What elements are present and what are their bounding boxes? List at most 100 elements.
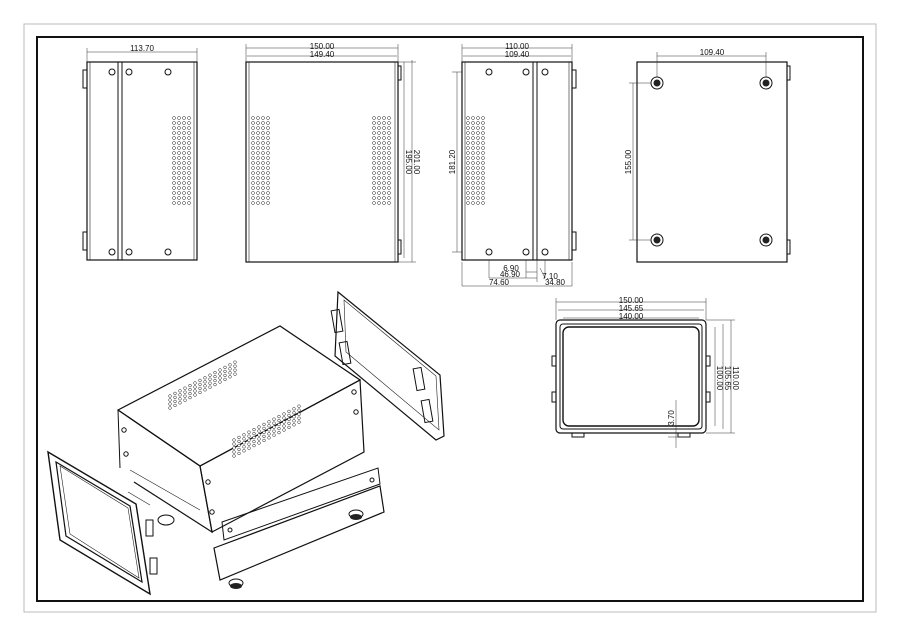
vent-hole [476,156,480,160]
dim-inner-width: 149.40 [310,50,335,59]
vent-hole [187,121,191,125]
vent-hole [261,136,265,140]
bottom-view: 109.40 155.00 [624,48,791,263]
vent-hole [187,141,191,145]
front-view: 150.00 149.40 195.00 201.00 [245,42,421,263]
vent-hole [266,201,270,205]
vent-hole [172,131,176,135]
vent-hole [183,394,187,398]
vent-hole [382,146,386,150]
vent-hole [251,131,255,135]
vent-hole [382,171,386,175]
vent-hole [287,409,291,414]
vent-hole [282,412,286,416]
vent-hole [198,378,202,383]
vent-hole [237,439,241,444]
vent-hole [476,191,480,195]
vent-holes-right [372,116,391,205]
vent-hole [187,156,191,160]
vent-hole [382,131,386,135]
vent-hole [187,131,191,135]
vent-hole [251,191,255,195]
vent-hole [277,422,281,427]
vent-hole [292,419,296,423]
vent-hole [256,131,260,135]
vent-hole [377,121,381,125]
vent-hole [187,116,191,120]
vent-hole [182,146,186,150]
vent-hole [172,191,176,195]
vent-hole [218,380,222,384]
vent-holes-side [232,404,301,458]
vent-hole [471,166,475,170]
vent-hole [187,151,191,155]
dim-outer-width: 150.00 [310,42,335,51]
vent-hole [377,181,381,185]
dim-inner-width: 109.40 [505,50,530,59]
dim-height: 155.00 [624,149,633,174]
dim-height-2: 201.00 [412,150,421,175]
dim-height-1: 195.00 [404,150,413,175]
vent-hole [182,196,186,200]
vent-hole [476,166,480,170]
vent-hole [471,156,475,160]
vent-hole [387,116,391,120]
vent-hole [382,156,386,160]
vent-hole [387,156,391,160]
vent-hole [387,146,391,150]
vent-hole [297,420,301,424]
dim-74-60: 74.60 [489,278,510,287]
vent-hole [242,437,246,441]
dim-outer-width: 110.00 [505,42,529,51]
vent-hole [256,141,260,145]
vent-hole [372,161,376,165]
vent-hole [481,196,485,200]
vent-hole [481,156,485,160]
vent-hole [177,181,181,185]
vent-hole [387,191,391,195]
vent-hole [172,156,176,160]
vent-holes-top [168,360,237,410]
vent-hole [481,126,485,130]
vent-hole [256,126,260,130]
vent-hole [382,136,386,140]
vent-hole [387,136,391,140]
vent-hole [481,136,485,140]
vent-hole [372,196,376,200]
vent-hole [261,161,265,165]
vent-hole [266,166,270,170]
vent-holes [172,116,191,205]
vent-hole [251,201,255,205]
vent-hole [277,418,281,423]
vent-hole [208,377,212,381]
vent-hole [466,146,470,150]
vent-hole [182,191,186,195]
vent-hole [476,151,480,155]
vent-hole [372,176,376,180]
vent-hole [172,196,176,200]
vent-hole [466,141,470,145]
vent-hole [262,422,266,427]
vent-holes [466,116,485,205]
vent-hole [377,176,381,180]
vent-hole [208,385,212,389]
vent-hole [188,387,192,392]
vent-hole [233,364,237,368]
vent-hole [213,374,217,379]
vent-hole [266,161,270,165]
vent-hole [242,441,246,445]
vent-hole [172,141,176,145]
vent-hole [387,201,391,205]
vent-hole [251,176,255,180]
left-side-view: 113.70 [82,44,198,261]
vent-hole [182,156,186,160]
vent-hole [267,428,271,432]
vent-hole [372,141,376,145]
dim-6-90: 6.90 [503,264,519,273]
vent-hole [476,126,480,130]
vent-hole [261,116,265,120]
vent-hole [256,176,260,180]
vent-hole [252,427,256,432]
vent-hole [261,126,265,130]
vent-hole [177,121,181,125]
